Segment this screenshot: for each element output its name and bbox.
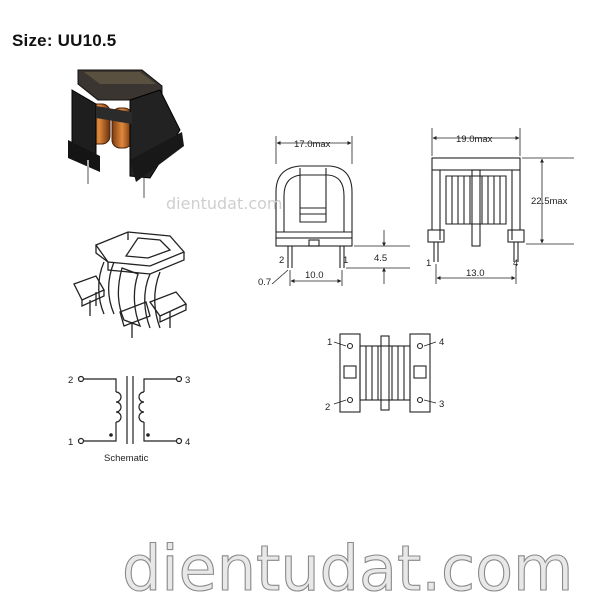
front-pin-height-label: 4.5 (374, 253, 387, 264)
bottom-view: 1 4 2 3 (325, 333, 444, 413)
side-view: 19.0max 22.5max 13.0 1 4 (426, 128, 574, 284)
schematic-pin-3: 3 (185, 375, 190, 386)
size-value: UU10.5 (57, 31, 117, 50)
side-pin-left: 1 (426, 258, 431, 269)
bottom-pin-4: 4 (439, 337, 444, 348)
front-view: 17.0max 4.5 10.0 0.7 2 1 (258, 136, 410, 288)
bottom-pin-3: 3 (439, 399, 444, 410)
schematic-pin-2: 2 (68, 375, 73, 386)
bottom-pin-1: 1 (327, 337, 332, 348)
front-pin-right: 1 (343, 255, 348, 266)
watermark-small: dientudat.com (166, 194, 283, 213)
side-height-label: 22.5max (531, 196, 568, 207)
side-width-label: 19.0max (456, 134, 493, 145)
front-pin-pitch-label: 10.0 (305, 270, 324, 281)
schematic-pin-1: 1 (68, 437, 73, 448)
schematic-pin-4: 4 (185, 437, 190, 448)
front-pin-dia-label: 0.7 (258, 277, 271, 288)
size-title: Size: UU10.5 (12, 31, 116, 51)
schematic: 2 3 1 4 Schematic (68, 375, 190, 464)
front-pin-left: 2 (279, 255, 284, 266)
schematic-title: Schematic (104, 453, 149, 464)
front-width-label: 17.0max (294, 139, 331, 150)
component-photo (68, 69, 184, 198)
bottom-pin-2: 2 (325, 402, 330, 413)
size-label: Size: (12, 31, 53, 50)
side-pin-pitch-label: 13.0 (466, 268, 485, 279)
side-pin-right: 4 (513, 258, 518, 269)
isometric-drawing (73, 231, 188, 338)
watermark-large: dientudat.com (122, 532, 573, 600)
